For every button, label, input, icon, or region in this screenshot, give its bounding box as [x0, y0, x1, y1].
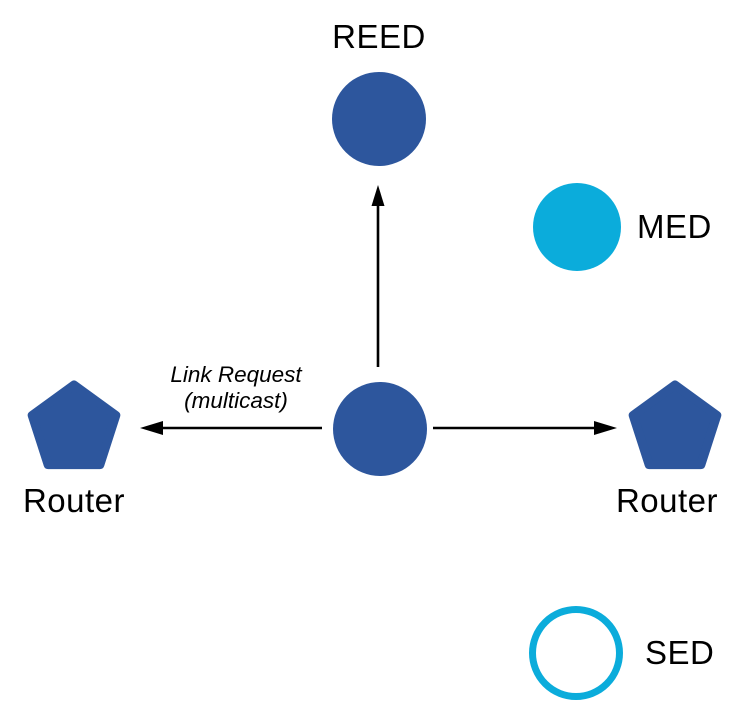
arrow-right-icon — [433, 421, 617, 435]
link-request-line1: Link Request — [170, 362, 302, 387]
router-right-node — [628, 380, 722, 470]
reed-node — [332, 72, 426, 166]
link-request-annotation: Link Request (multicast) — [155, 362, 317, 414]
sed-node — [529, 606, 623, 700]
arrow-left-icon — [140, 421, 322, 435]
arrow-up-icon — [371, 185, 385, 367]
router-right-label: Router — [615, 482, 719, 519]
router-left-node — [27, 380, 121, 470]
med-node — [533, 183, 621, 271]
router-left-label: Router — [22, 482, 126, 519]
reed-label: REED — [332, 18, 426, 55]
med-label: MED — [637, 208, 712, 245]
link-request-line2: (multicast) — [184, 388, 288, 413]
sed-label: SED — [645, 634, 715, 671]
center-node — [333, 382, 427, 476]
